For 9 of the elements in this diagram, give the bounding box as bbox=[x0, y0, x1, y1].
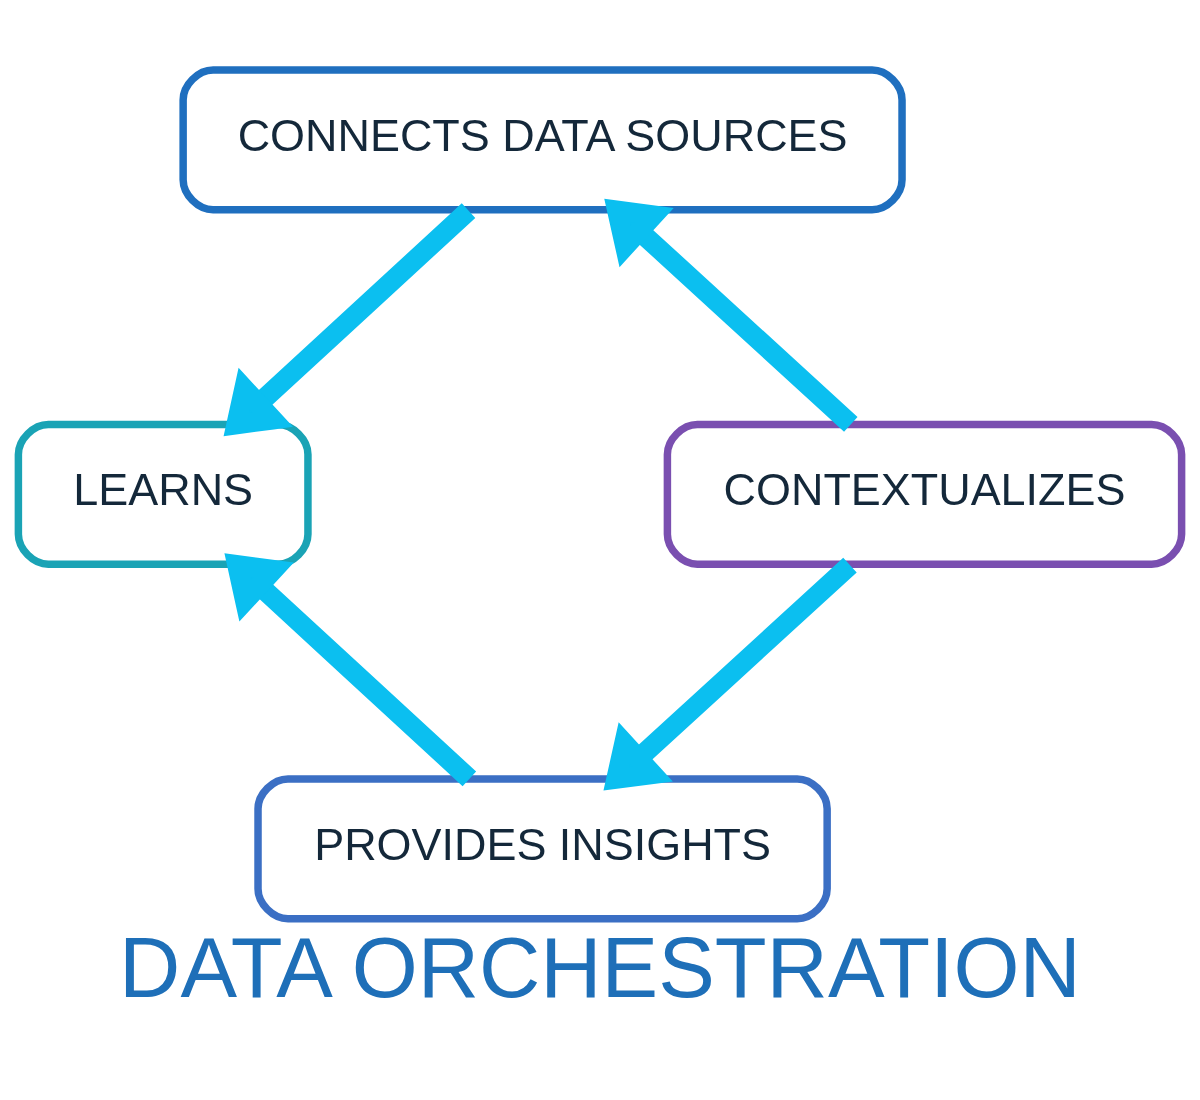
node-box: CONTEXTUALIZES bbox=[663, 420, 1186, 568]
node-box: CONNECTS DATA SOURCES bbox=[179, 65, 906, 213]
node-box: LEARNS bbox=[14, 420, 312, 568]
arrow bbox=[603, 557, 857, 791]
arrow bbox=[604, 198, 858, 432]
arrow bbox=[224, 552, 477, 786]
arrow bbox=[223, 202, 476, 436]
node-box: PROVIDES INSIGHTS bbox=[254, 774, 831, 922]
diagram-title: DATA ORCHESTRATION bbox=[119, 919, 1081, 1015]
